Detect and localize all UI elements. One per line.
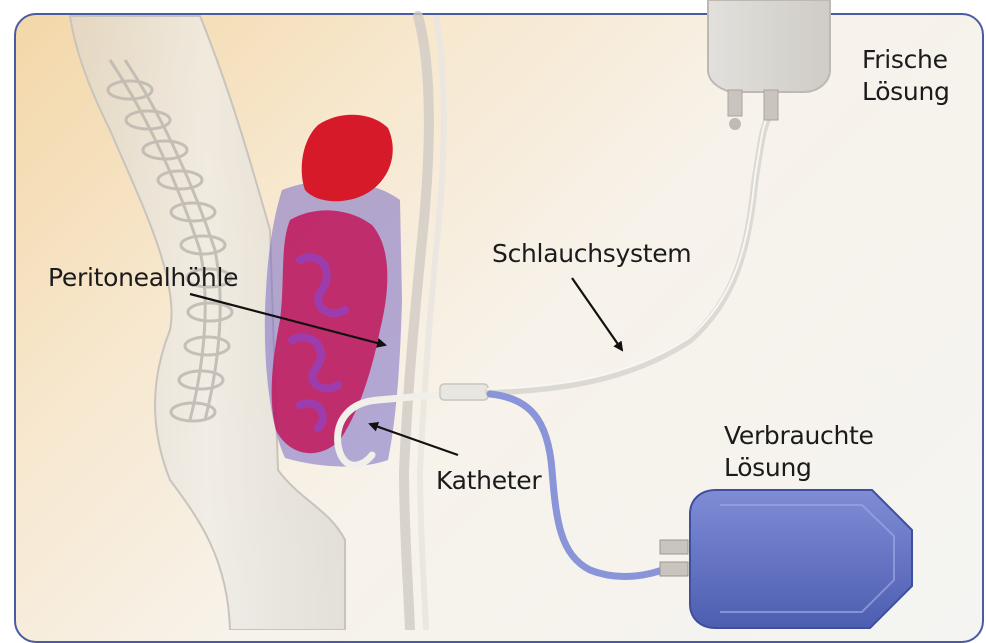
fresh-bag-port-right xyxy=(764,90,778,120)
fresh-solution-label-line1: Frische xyxy=(862,44,950,76)
used-solution-label: Verbrauchte Lösung xyxy=(724,420,874,484)
fresh-bag-clamp xyxy=(729,118,741,130)
illustration xyxy=(0,0,986,630)
used-solution-label-line1: Verbrauchte xyxy=(724,420,874,452)
fresh-bag-port-left xyxy=(728,90,742,116)
used-bag-port-top xyxy=(660,540,688,554)
organ-upper xyxy=(302,115,393,201)
used-solution-label-line2: Lösung xyxy=(724,452,874,484)
catheter-label: Katheter xyxy=(436,465,541,497)
fresh-solution-bag xyxy=(708,0,830,92)
catheter-connector xyxy=(440,384,488,400)
tubing-system-arrow xyxy=(572,278,622,350)
tubing-system-label: Schlauchsystem xyxy=(492,238,691,270)
used-bag-port-bottom xyxy=(660,562,688,576)
fresh-solution-label: Frische Lösung xyxy=(862,44,950,108)
diagram-canvas: Frische Lösung Schlauchsystem Peritoneal… xyxy=(0,0,986,630)
body-front-contour xyxy=(404,16,429,630)
fresh-solution-label-line2: Lösung xyxy=(862,76,950,108)
peritoneal-cavity-label: Peritonealhöhle xyxy=(48,262,238,294)
used-solution-bag xyxy=(690,490,912,628)
